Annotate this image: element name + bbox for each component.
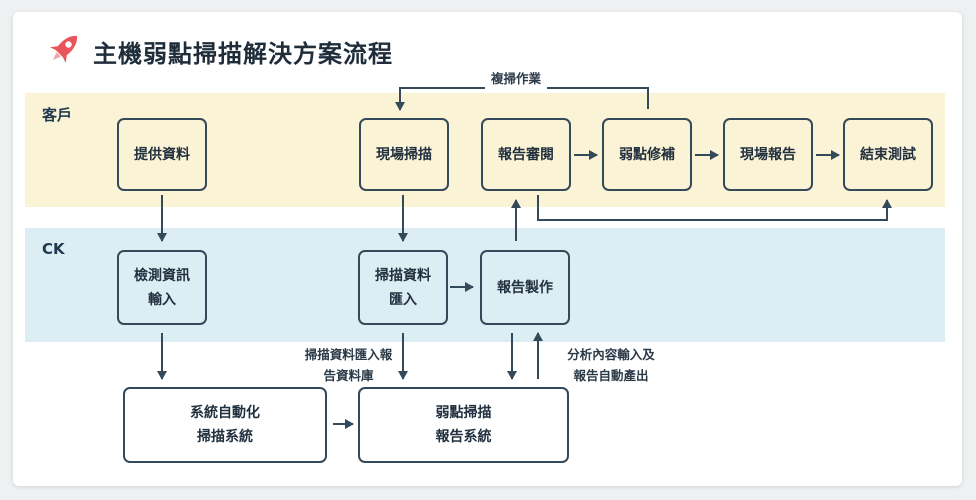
arrow-review-to-end xyxy=(537,195,892,221)
node-auto-scan-system-line2: 掃描系統 xyxy=(197,429,253,445)
node-provide-data: 提供資料 xyxy=(117,118,207,191)
note-import-db-line2: 告資料庫 xyxy=(323,368,374,383)
node-auto-scan-system-line1: 系統自動化 xyxy=(190,405,260,421)
lane-label-client: 客戶 xyxy=(42,106,73,124)
node-report-review: 報告審閱 xyxy=(481,118,571,191)
note-analysis-line2: 報告自動產出 xyxy=(573,368,649,383)
node-input-info-line1: 檢測資訊 xyxy=(134,267,190,284)
node-provide-data-label: 提供資料 xyxy=(134,146,190,163)
node-report-make-label: 報告製作 xyxy=(497,279,553,296)
node-input-info: 檢測資訊 輸入 xyxy=(117,250,207,325)
lane-label-ck: CK xyxy=(42,240,65,258)
note-analysis: 分析內容輸入及 報告自動產出 xyxy=(552,344,670,386)
node-onsite-report-label: 現場報告 xyxy=(740,146,796,163)
rocket-icon xyxy=(50,35,78,63)
node-vuln-report-system: 弱點掃描 報告系統 xyxy=(358,387,569,463)
arrow-rescan-loop xyxy=(395,87,649,111)
node-scan-import: 掃描資料 匯入 xyxy=(358,250,448,325)
node-vuln-report-system-line2: 報告系統 xyxy=(435,429,492,445)
note-analysis-line1: 分析內容輸入及 xyxy=(567,347,655,362)
node-auto-scan-system: 系統自動化 掃描系統 xyxy=(123,387,327,463)
node-scan-import-line1: 掃描資料 xyxy=(375,267,431,284)
node-vuln-fix-label: 弱點修補 xyxy=(619,146,675,163)
node-onsite-scan-label: 現場掃描 xyxy=(376,146,432,163)
node-end-test: 結束測試 xyxy=(843,118,933,191)
node-vuln-fix: 弱點修補 xyxy=(602,118,692,191)
node-scan-import-line2: 匯入 xyxy=(389,291,417,308)
node-onsite-report: 現場報告 xyxy=(723,118,813,191)
node-report-make: 報告製作 xyxy=(480,250,570,325)
note-import-db: 掃描資料匯入報 告資料庫 xyxy=(286,344,411,386)
node-report-review-label: 報告審閱 xyxy=(498,146,554,163)
node-input-info-line2: 輸入 xyxy=(148,291,176,308)
node-vuln-report-system-line1: 弱點掃描 xyxy=(435,405,492,421)
node-end-test-label: 結束測試 xyxy=(860,146,916,163)
node-onsite-scan: 現場掃描 xyxy=(359,118,449,191)
note-rescan: 複掃作業 xyxy=(485,68,548,89)
page-title: 主機弱點掃描解決方案流程 xyxy=(93,40,393,68)
note-import-db-line1: 掃描資料匯入報 xyxy=(304,347,393,362)
